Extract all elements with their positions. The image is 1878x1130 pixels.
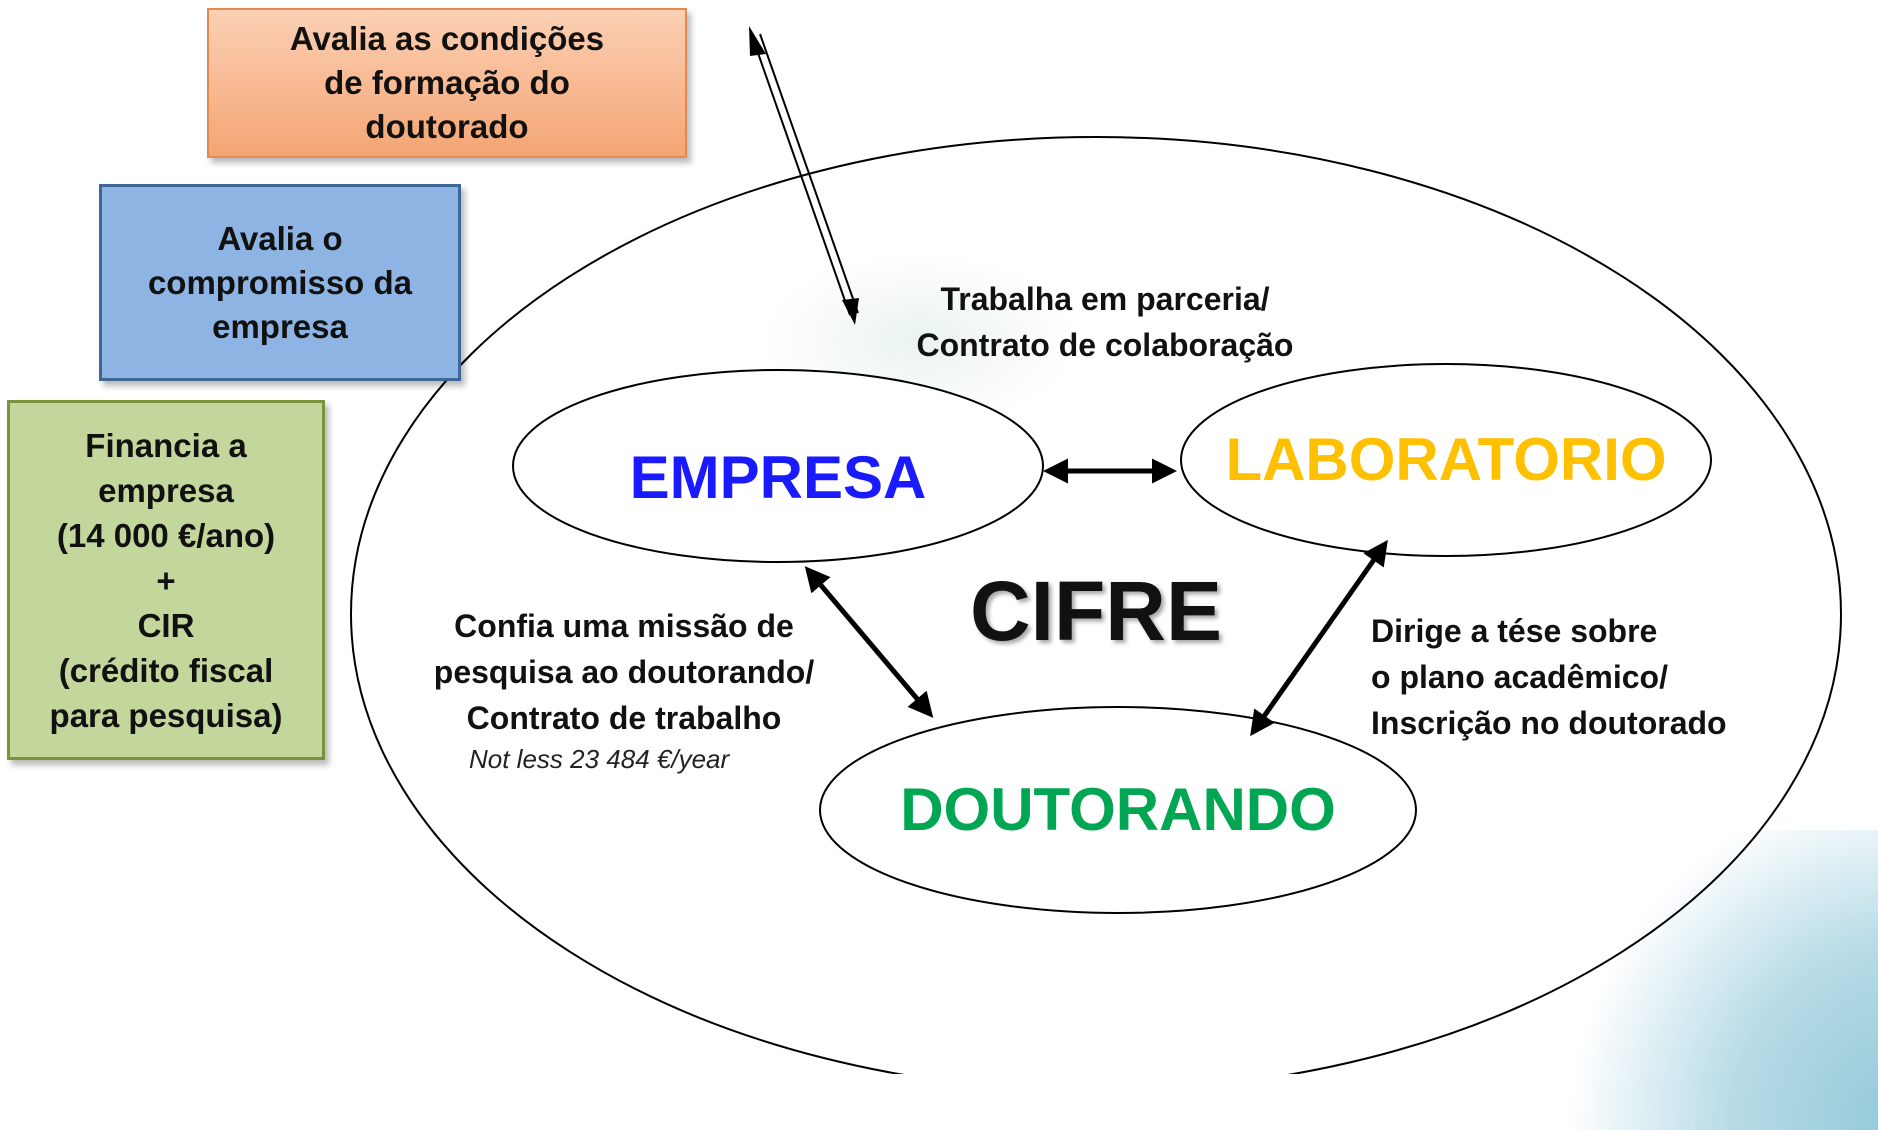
thesis-line: o plano acadêmico/ [1371, 659, 1668, 695]
mission-line: Contrato de trabalho [466, 700, 782, 736]
box-evaluates-company-commitment: Avalia o compromisso da empresa [99, 184, 461, 381]
box-text-line: empresa [98, 471, 234, 509]
thesis-line: Inscrição no doutorado [1371, 705, 1727, 741]
salary-note: Not less 23 484 €/year [469, 744, 730, 774]
doutorando-ellipse [819, 706, 1417, 914]
box-text-line: CIR [137, 606, 195, 644]
box-text-line: doutorado [365, 108, 529, 145]
partnership-label: Trabalha em parceria/ Contrato de colabo… [870, 276, 1340, 368]
diagram-canvas [350, 26, 1842, 1074]
external-link-arrow [749, 26, 859, 325]
empresa-label: EMPRESA [629, 444, 927, 511]
doutorando-label: DOUTORANDO [900, 776, 1336, 843]
box-funds-company: Financia a empresa (14 000 €/ano) + CIR … [7, 400, 325, 760]
arrow-empresa-doutorando [804, 566, 934, 718]
box-text-line: de formação do [324, 64, 570, 101]
box-evaluates-doctoral-training: Avalia as condições de formação do douto… [207, 8, 687, 158]
box-text-line: Avalia as condições [289, 20, 605, 57]
box-text-line: (crédito fiscal [58, 651, 274, 689]
box-text-line: Financia a [85, 426, 247, 464]
box-text-line: Avalia o [217, 219, 343, 257]
laboratorio-label: LABORATORIO [1225, 426, 1667, 493]
mission-line: pesquisa ao doutorando/ [433, 654, 815, 690]
thesis-line: Dirige a tése sobre [1371, 613, 1658, 649]
arrow-laboratorio-doutorando [1250, 539, 1388, 737]
box-text-line: + [156, 561, 176, 599]
mission-label: Confia uma missão de pesquisa ao doutora… [400, 603, 848, 741]
mission-line: Confia uma missão de [454, 608, 794, 644]
thesis-label: Dirige a tése sobre o plano acadêmico/ I… [1371, 608, 1727, 746]
partnership-line: Contrato de colaboração [916, 327, 1294, 363]
laboratorio-ellipse [1180, 363, 1712, 557]
box-text-line: (14 000 €/ano) [56, 516, 276, 554]
cifre-outer-ellipse [350, 136, 1842, 1074]
box-text-line: compromisso da [147, 263, 413, 301]
box-text-line: empresa [212, 307, 348, 345]
cifre-diagram: Avalia as condições de formação do douto… [7, 8, 1878, 1130]
partnership-line: Trabalha em parceria/ [940, 281, 1270, 317]
cifre-center-label: CIFRE [970, 564, 1222, 658]
box-text-line: para pesquisa) [49, 696, 283, 734]
